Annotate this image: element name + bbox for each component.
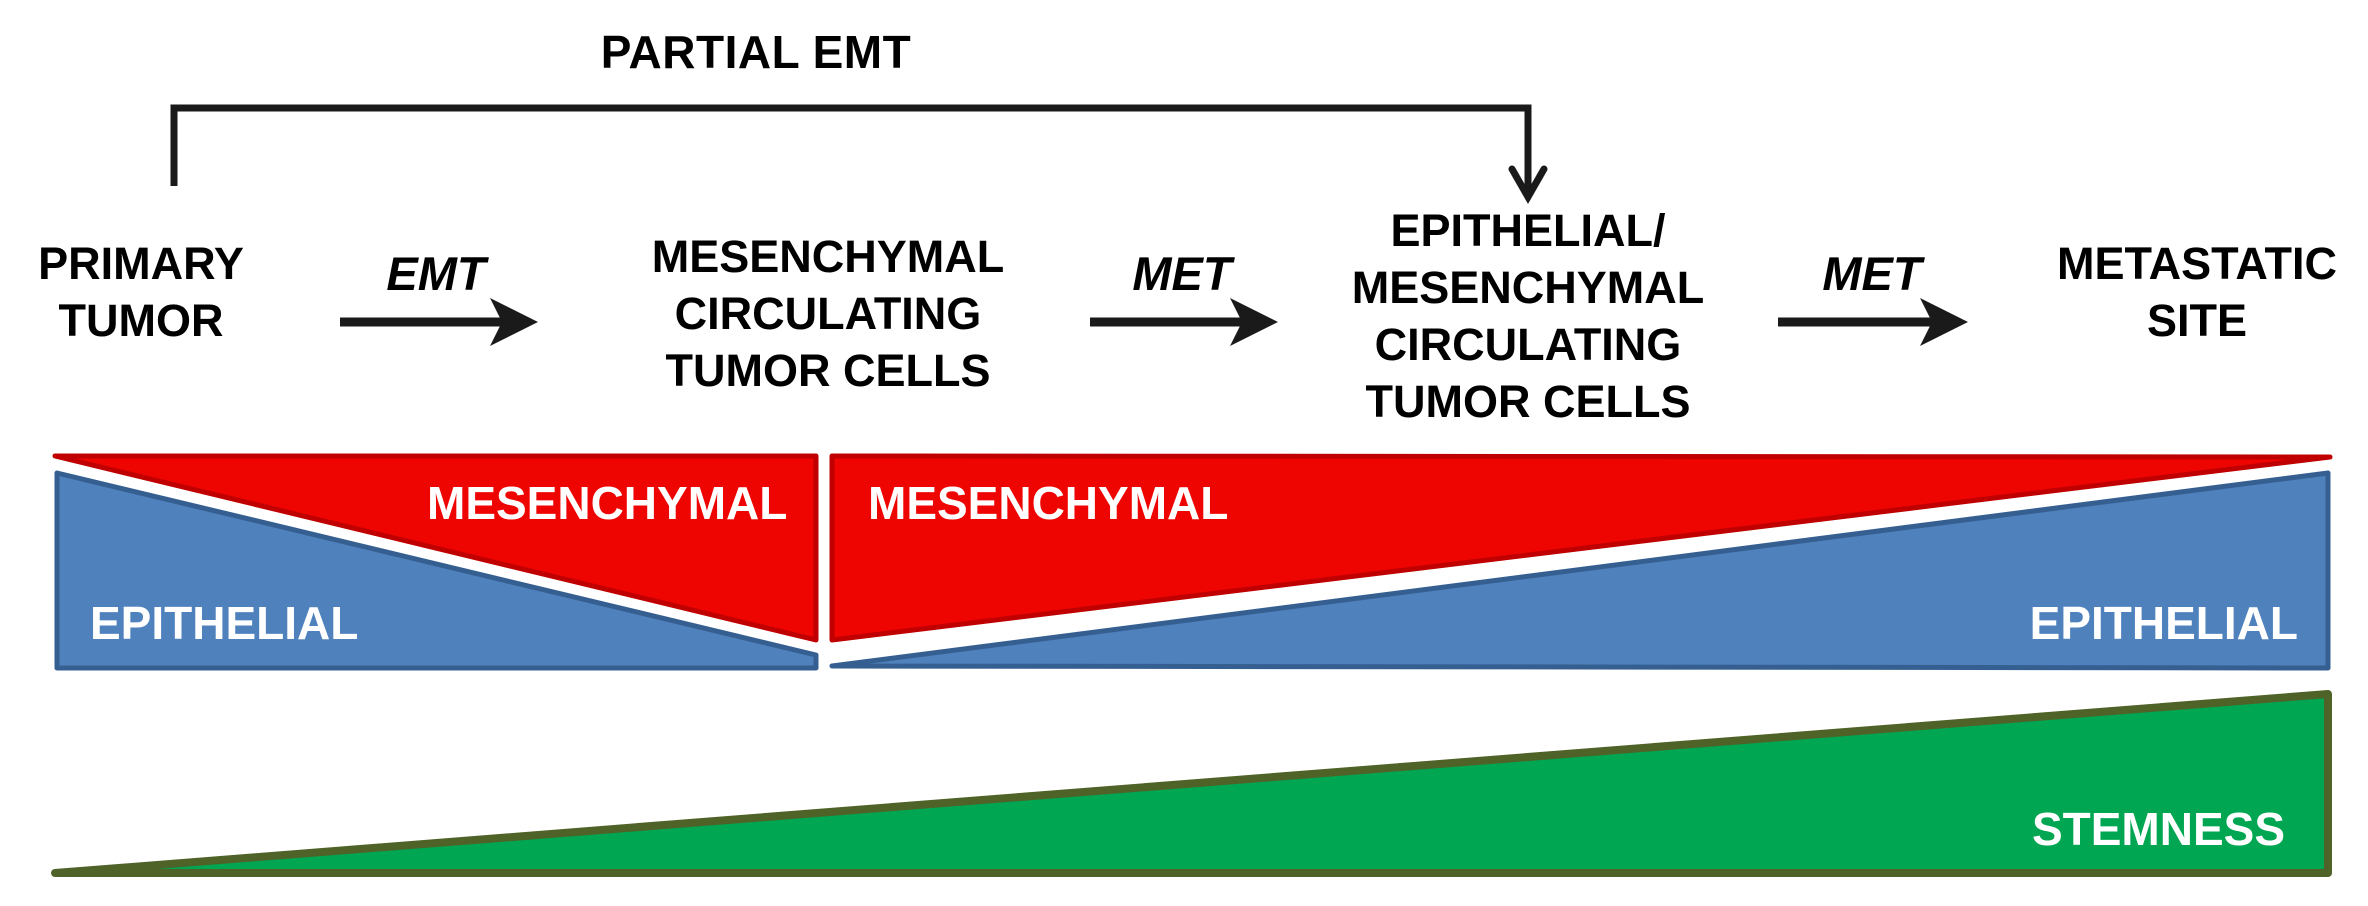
stage-line: METASTATIC (2057, 238, 2337, 289)
stage-line: SITE (2146, 295, 2248, 346)
stage-primary-tumor: PRIMARY TUMOR (38, 235, 244, 349)
stage-mesenchymal-ctc: MESENCHYMAL CIRCULATING TUMOR CELLS (652, 228, 1005, 399)
met-transition-label-1: MET (1132, 247, 1232, 300)
met-arrow-icon-1 (1090, 298, 1278, 346)
arrow-down-icon (1508, 165, 1548, 205)
stage-line: PRIMARY (38, 238, 244, 289)
stage-line: MESENCHYMAL (1351, 262, 1705, 313)
stage-line: EPITHELIAL/ (1390, 205, 1666, 256)
epithelial-label-right: EPITHELIAL (2029, 597, 2298, 649)
partial-emt-bracket (170, 104, 1548, 205)
stage-line: CIRCULATING (1374, 319, 1682, 370)
stemness-label: STEMNESS (2031, 803, 2285, 855)
met-arrow-head (1230, 298, 1278, 346)
mesenchymal-triangle-right (829, 453, 2333, 643)
stage-line: TUMOR CELLS (665, 345, 991, 396)
met-arrow-icon-2 (1778, 298, 1968, 346)
partial-emt-title: PARTIAL EMT (600, 26, 912, 78)
stage-epithelial-mesenchymal-ctc: EPITHELIAL/ MESENCHYMAL CIRCULATING TUMO… (1352, 202, 1705, 430)
emt-transition-label: EMT (386, 247, 486, 300)
epithelial-triangle-right (829, 470, 2331, 671)
stage-metastatic-site: METASTATIC SITE (2057, 235, 2337, 349)
mesenchymal-label-right: MESENCHYMAL (868, 477, 1229, 529)
emt-arrow-head (490, 298, 538, 346)
stemness-triangle (51, 690, 2332, 877)
met-arrow-head (1920, 298, 1968, 346)
mesenchymal-label-left: MESENCHYMAL (427, 477, 788, 529)
bracket-line (170, 104, 1532, 190)
stage-line: TUMOR (58, 295, 224, 346)
epithelial-label-left: EPITHELIAL (90, 597, 359, 649)
mesenchymal-triangle-left (52, 453, 819, 643)
stage-line: CIRCULATING (674, 288, 982, 339)
stage-line: TUMOR CELLS (1365, 376, 1691, 427)
stage-line: MESENCHYMAL (651, 231, 1005, 282)
emt-arrow-icon (340, 298, 538, 346)
epithelial-triangle-left (54, 470, 819, 671)
met-transition-label-2: MET (1822, 247, 1922, 300)
